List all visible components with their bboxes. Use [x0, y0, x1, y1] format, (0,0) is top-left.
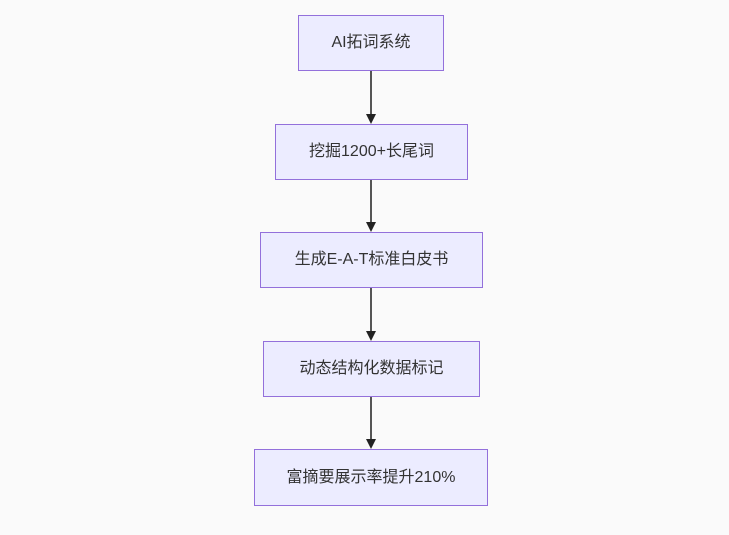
arrow-shaft	[370, 288, 372, 331]
flow-node-label: AI拓词系统	[331, 34, 411, 52]
arrow-head	[366, 439, 376, 449]
flow-node-ai-keyword-system: AI拓词系统	[298, 15, 444, 71]
flow-node-label: 生成E-A-T标准白皮书	[294, 251, 449, 269]
flow-node-label: 动态结构化数据标记	[299, 360, 444, 378]
flow-node-eat-whitepaper: 生成E-A-T标准白皮书	[260, 232, 483, 288]
flow-node-rich-snippet-result: 富摘要展示率提升210%	[254, 449, 488, 506]
arrow-shaft	[370, 180, 372, 222]
arrow-shaft	[370, 397, 372, 439]
arrow-head	[366, 114, 376, 124]
arrow-down-icon	[365, 288, 377, 341]
arrow-down-icon	[365, 180, 377, 232]
arrow-shaft	[370, 71, 372, 114]
arrow-head	[366, 331, 376, 341]
flow-node-longtail-keywords: 挖掘1200+长尾词	[275, 124, 468, 180]
flow-node-label: 富摘要展示率提升210%	[286, 468, 456, 486]
flow-node-structured-data-markup: 动态结构化数据标记	[263, 341, 480, 397]
arrow-down-icon	[365, 71, 377, 124]
arrow-head	[366, 222, 376, 232]
flow-node-label: 挖掘1200+长尾词	[309, 143, 434, 161]
arrow-down-icon	[365, 397, 377, 449]
